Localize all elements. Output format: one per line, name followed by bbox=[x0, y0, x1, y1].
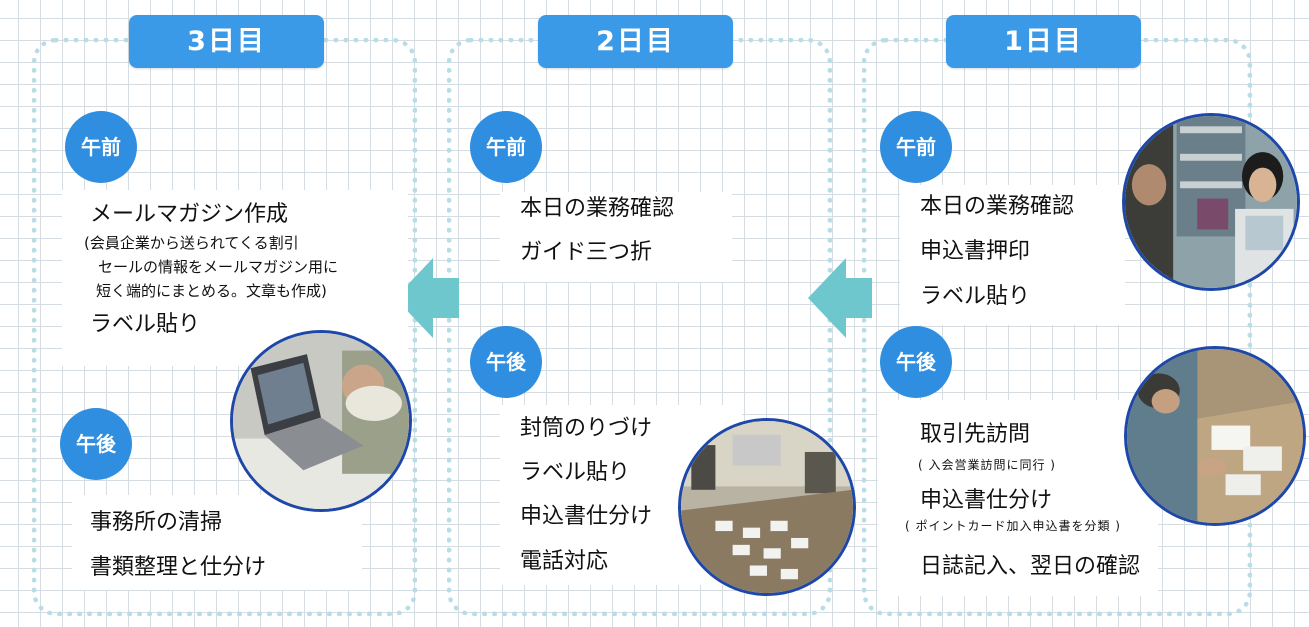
day3-am-note: (会員企業から送られてくる割引 bbox=[84, 234, 299, 252]
day1-am-item: 申込書押印 bbox=[920, 239, 1031, 264]
day1-pm-item: 取引先訪問 bbox=[920, 422, 1031, 447]
day1-pm-note: ( 入会営業訪問に同行 ) bbox=[918, 458, 1056, 472]
day3-am-item: メールマガジン作成 bbox=[90, 202, 289, 227]
arrow-left-icon bbox=[808, 258, 872, 338]
day1-am-badge: 午前 bbox=[880, 111, 952, 183]
day2-pm-item: ラベル貼り bbox=[520, 460, 631, 485]
day1-pm-box bbox=[878, 400, 1158, 596]
day2-tab: 2日目 bbox=[538, 15, 733, 68]
day1-pm-item: 申込書仕分け bbox=[920, 488, 1053, 513]
day3-pm-item: 事務所の清掃 bbox=[90, 510, 223, 535]
day2-am-item: 本日の業務確認 bbox=[520, 196, 675, 221]
office-photo bbox=[678, 418, 856, 596]
day3-am-item: ラベル貼り bbox=[90, 312, 201, 337]
day1-am-item: ラベル貼り bbox=[920, 284, 1031, 309]
day3-am-note: セールの情報をメールマガジン用に bbox=[98, 258, 339, 276]
day3-tab: 3日目 bbox=[129, 15, 324, 68]
day1-pm-item: 日誌記入、翌日の確認 bbox=[920, 554, 1141, 579]
day2-pm-item: 封筒のりづけ bbox=[520, 416, 653, 441]
laptop-photo bbox=[230, 330, 412, 512]
arrow-left-icon bbox=[395, 258, 459, 338]
day3-am-badge: 午前 bbox=[65, 111, 137, 183]
day2-pm-item: 電話対応 bbox=[520, 549, 609, 574]
day1-tab: 1日目 bbox=[946, 15, 1141, 68]
day2-pm-badge: 午後 bbox=[470, 326, 542, 398]
day2-am-item: ガイド三つ折 bbox=[520, 240, 653, 265]
writing-photo bbox=[1124, 346, 1306, 526]
day1-pm-note: ( ポイントカード加入申込書を分類 ) bbox=[905, 519, 1121, 533]
day1-am-box bbox=[900, 185, 1125, 325]
day2-pm-item: 申込書仕分け bbox=[520, 504, 653, 529]
day1-pm-badge: 午後 bbox=[880, 326, 952, 398]
day1-am-item: 本日の業務確認 bbox=[920, 194, 1075, 219]
day3-am-note: 短く端的にまとめる。文章も作成) bbox=[96, 282, 327, 300]
day2-am-box bbox=[500, 192, 732, 282]
day3-pm-item: 書類整理と仕分け bbox=[90, 555, 267, 580]
day2-am-badge: 午前 bbox=[470, 111, 542, 183]
people-photo bbox=[1122, 113, 1300, 291]
day3-pm-badge: 午後 bbox=[60, 408, 132, 480]
